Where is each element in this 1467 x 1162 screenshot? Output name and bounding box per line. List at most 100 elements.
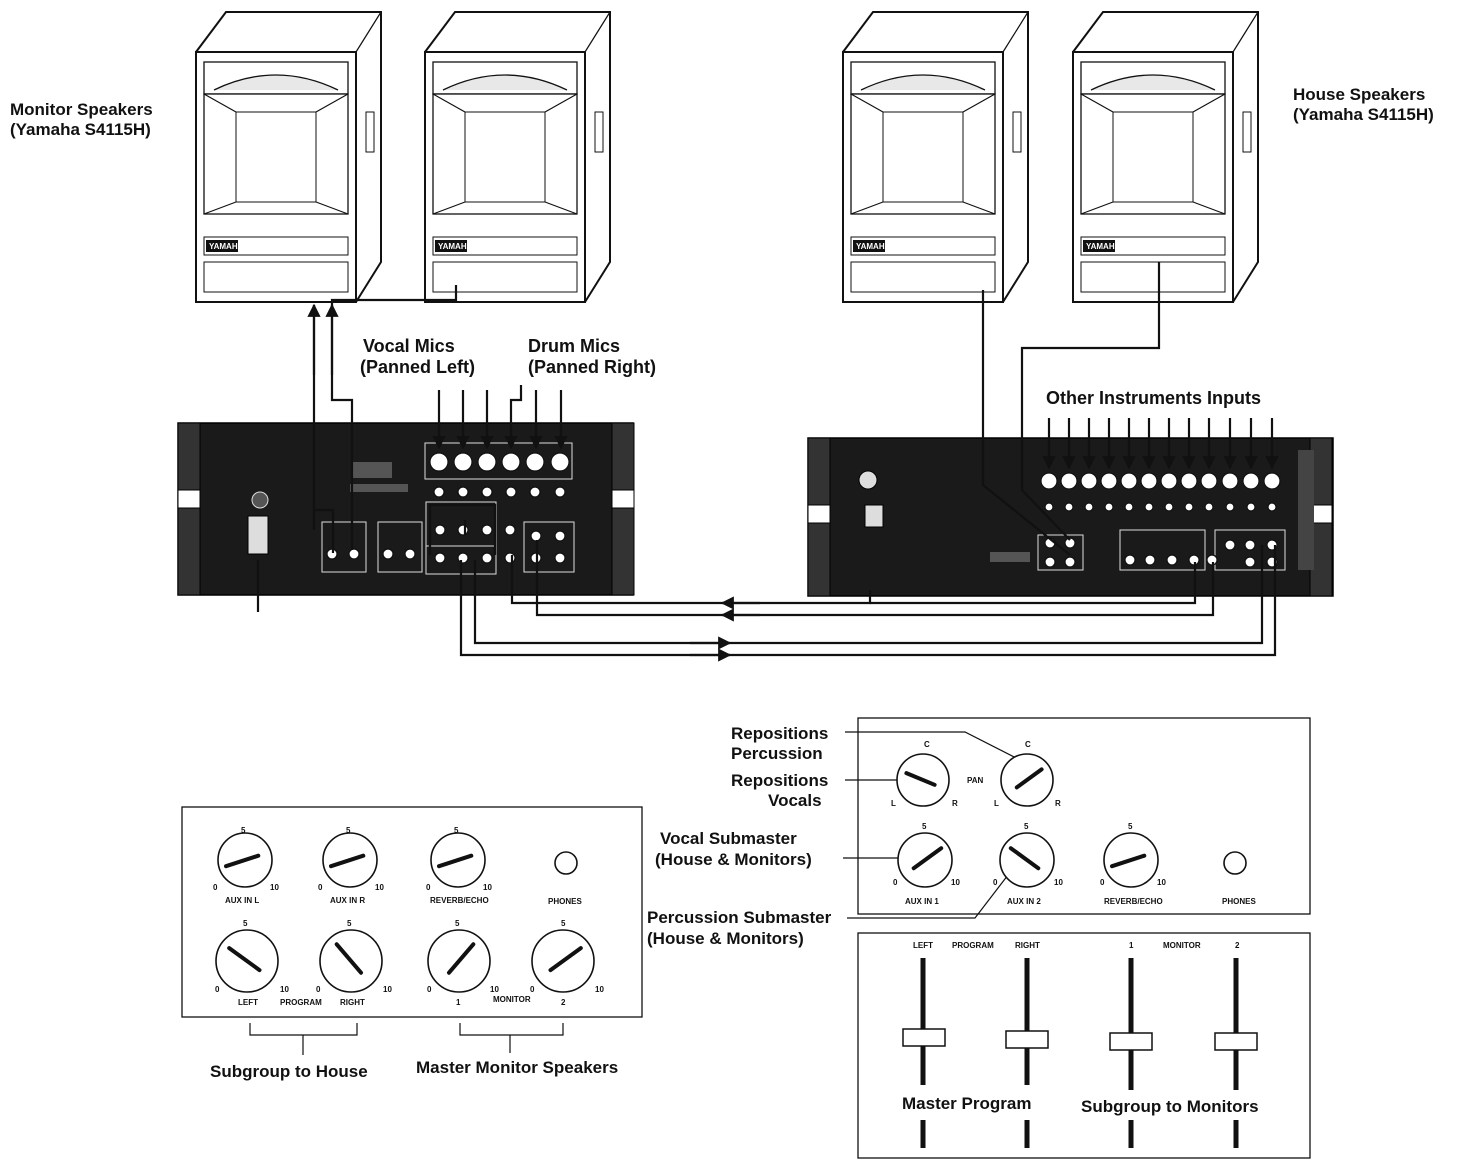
phones-jack-2[interactable]: PHONES (1222, 851, 1256, 906)
svg-text:5: 5 (347, 919, 352, 928)
monitor-speakers-model: (Yamaha S4115H) (10, 120, 151, 139)
pan-knob-percussion[interactable]: C L R (994, 740, 1061, 808)
mic-input-arrows (432, 385, 1279, 470)
svg-text:C: C (1025, 740, 1031, 749)
vocal-mics-label: Vocal Mics (363, 336, 455, 356)
monitor-speaker-right: YAMAHA (424, 11, 611, 303)
subgroup-house-label: Subgroup to House (210, 1062, 368, 1081)
svg-text:10: 10 (375, 883, 384, 892)
callout-lines (843, 731, 1021, 919)
svg-text:10: 10 (1157, 878, 1166, 887)
svg-text:R: R (952, 799, 958, 808)
mixer-left-rear-panel (177, 422, 635, 596)
master-program-label: Master Program (902, 1094, 1031, 1113)
svg-text:1: 1 (456, 998, 461, 1007)
speaker-badge: YAMAHA (438, 242, 473, 251)
svg-text:5: 5 (922, 822, 927, 831)
knob-label: REVERB/ECHO (1104, 897, 1163, 906)
house-speakers-model: (Yamaha S4115H) (1293, 105, 1434, 124)
vocal-mics-pan-label: (Panned Left) (360, 357, 475, 377)
bracket-master-monitor (459, 1023, 564, 1053)
svg-text:0: 0 (215, 985, 220, 994)
master-monitor-speakers-label: Master Monitor Speakers (416, 1058, 618, 1077)
mixer-right-xlr-inputs (1040, 472, 1281, 512)
house-speakers-label: House Speakers (1293, 85, 1425, 104)
knob-aux-in-1[interactable]: 5 0 10 AUX IN 1 (893, 822, 960, 906)
svg-text:5: 5 (241, 826, 246, 835)
knob-label: AUX IN 1 (905, 897, 939, 906)
repositions-percussion-label: Repositions (731, 724, 828, 743)
knob-label: AUX IN L (225, 896, 259, 905)
svg-text:0: 0 (427, 985, 432, 994)
speaker-badge: YAMAHA (1086, 242, 1121, 251)
knob-program-left[interactable]: 5 0 10 LEFT (215, 919, 289, 1007)
repositions-vocals-label-2: Vocals (768, 791, 822, 810)
fader-program-label: PROGRAM (952, 941, 994, 950)
knob-aux-in-r[interactable]: 5 0 10 AUX IN R (318, 826, 384, 905)
knob-aux-in-2[interactable]: 5 0 10 AUX IN 2 (993, 822, 1063, 906)
mixer-left-output-jacks (326, 524, 566, 564)
mixer-link-cables (256, 503, 1277, 662)
svg-text:PHONES: PHONES (1222, 897, 1256, 906)
fader-monitor-2[interactable] (1214, 958, 1258, 1148)
svg-text:0: 0 (318, 883, 323, 892)
knob-reverb-echo[interactable]: 5 0 10 REVERB/ECHO (426, 826, 492, 905)
drum-mics-label: Drum Mics (528, 336, 620, 356)
percussion-submaster-label: Percussion Submaster (647, 908, 832, 927)
svg-text:0: 0 (893, 878, 898, 887)
vocal-submaster-label-2: (House & Monitors) (655, 850, 812, 869)
monitor-label: MONITOR (493, 995, 531, 1004)
pan-label: PAN (967, 776, 984, 785)
svg-text:0: 0 (993, 878, 998, 887)
svg-text:10: 10 (595, 985, 604, 994)
knob-monitor-1[interactable]: 5 0 10 1 (427, 919, 499, 1007)
knob-aux-in-l[interactable]: 5 0 10 AUX IN L (213, 826, 279, 905)
svg-text:5: 5 (1128, 822, 1133, 831)
svg-text:10: 10 (280, 985, 289, 994)
phones-jack[interactable]: PHONES (548, 851, 582, 906)
fader-right-label: RIGHT (1015, 941, 1040, 950)
svg-text:R: R (1055, 799, 1061, 808)
knob-label: REVERB/ECHO (430, 896, 489, 905)
subgroup-monitors-label: Subgroup to Monitors (1081, 1097, 1259, 1116)
knob-monitor-2[interactable]: 5 0 10 2 (530, 919, 604, 1007)
knob-reverb-echo-2[interactable]: 5 0 10 REVERB/ECHO (1100, 822, 1166, 906)
speaker-cables (307, 262, 1161, 556)
house-speaker-left: YAMAHA (842, 11, 1029, 303)
repositions-vocals-label: Repositions (731, 771, 828, 790)
repositions-percussion-label-2: Percussion (731, 744, 823, 763)
svg-text:10: 10 (951, 878, 960, 887)
percussion-submaster-label-2: (House & Monitors) (647, 929, 804, 948)
fader-program-left[interactable] (902, 958, 946, 1148)
svg-text:5: 5 (243, 919, 248, 928)
monitor-speaker-left: YAMAHA (195, 11, 382, 303)
svg-text:10: 10 (483, 883, 492, 892)
fader-monitor-1-label: 1 (1129, 941, 1134, 950)
svg-text:L: L (891, 799, 896, 808)
program-label: PROGRAM (280, 998, 322, 1007)
svg-text:L: L (994, 799, 999, 808)
svg-text:10: 10 (1054, 878, 1063, 887)
svg-text:C: C (924, 740, 930, 749)
svg-text:5: 5 (455, 919, 460, 928)
svg-text:0: 0 (530, 985, 535, 994)
pan-knob-vocals[interactable]: C L R (891, 740, 958, 808)
speaker-badge: YAMAHA (856, 242, 891, 251)
knob-program-right[interactable]: 5 0 10 RIGHT (316, 919, 392, 1007)
house-speaker-right: YAMAHA (1072, 11, 1259, 303)
monitor-speakers-label: Monitor Speakers (10, 100, 153, 119)
mixer-right-rear-panel (807, 437, 1334, 597)
svg-text:RIGHT: RIGHT (340, 998, 365, 1007)
svg-text:2: 2 (561, 998, 566, 1007)
knob-label: AUX IN R (330, 896, 365, 905)
fader-monitor-label: MONITOR (1163, 941, 1201, 950)
speaker-badge: YAMAHA (209, 242, 244, 251)
svg-text:10: 10 (383, 985, 392, 994)
fader-monitor-1[interactable] (1109, 958, 1153, 1148)
drum-mics-pan-label: (Panned Right) (528, 357, 656, 377)
fader-program-right[interactable] (1005, 958, 1049, 1148)
svg-text:PHONES: PHONES (548, 897, 582, 906)
bracket-subgroup-house (249, 1023, 358, 1055)
svg-text:0: 0 (1100, 878, 1105, 887)
